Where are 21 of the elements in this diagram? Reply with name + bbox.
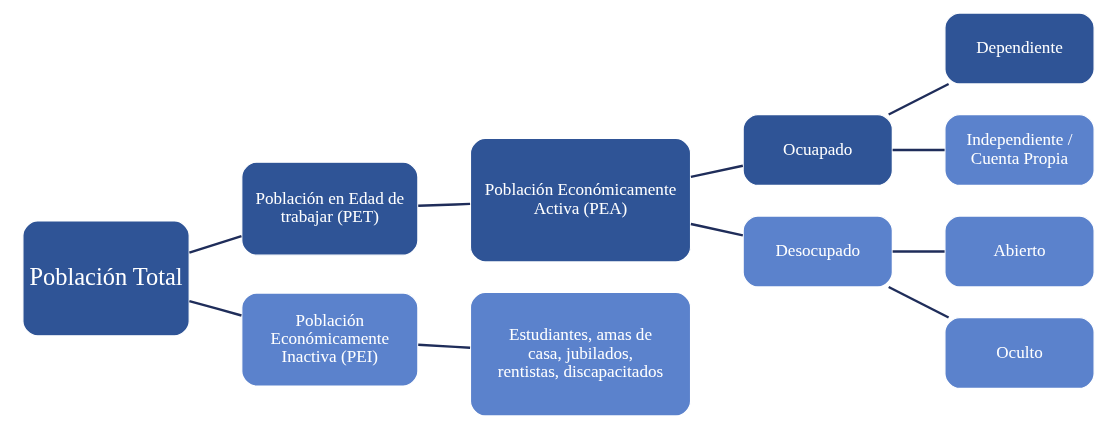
connector [892, 250, 945, 253]
node-box: Dependiente [943, 12, 1095, 85]
connector [887, 82, 949, 116]
connector [690, 222, 743, 237]
node-box: Abierto [943, 215, 1095, 288]
node-box: Población en Edad de trabajar (PET) [240, 161, 418, 256]
connector [188, 234, 242, 254]
node-box: Población Económicamente Activa (PEA) [469, 137, 691, 263]
node-box: Independiente / Cuenta Propia [943, 113, 1095, 187]
node-box: Estudiantes, amas de casa, jubilados, rentistas, discapacitados [469, 291, 691, 417]
connector [892, 148, 945, 152]
node-box: Ocuapado [742, 113, 893, 187]
connector [887, 285, 949, 319]
node-box: Desocupado [742, 215, 893, 288]
node-box: Oculto [943, 316, 1095, 390]
connector [417, 202, 470, 207]
connector [188, 299, 242, 317]
node-box: Población Total [21, 220, 190, 337]
node-box: Población Económicamente Inactiva (PEI) [240, 292, 418, 387]
connector [690, 164, 743, 178]
connector [417, 343, 470, 349]
